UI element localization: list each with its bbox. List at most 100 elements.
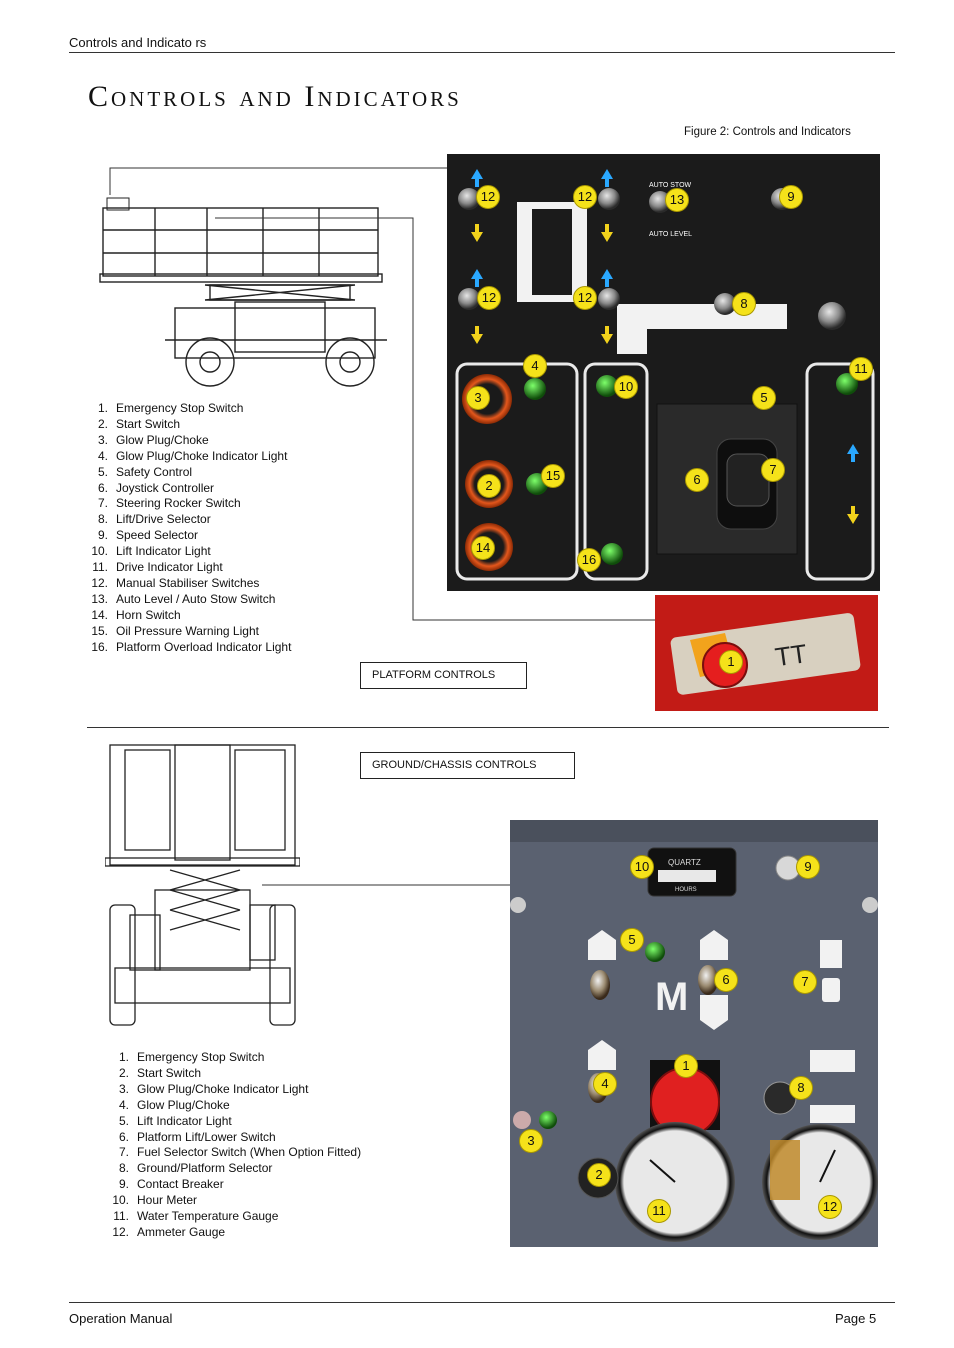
platform-item-number: 13. [91, 591, 108, 606]
platform-item-number: 7. [97, 496, 108, 511]
footer-manual-title: Operation Manual [69, 1311, 173, 1326]
ground-item-number: 10. [112, 1193, 129, 1208]
platform-item-text: Platform Overload Indicator Light [116, 639, 292, 654]
platform-callout-badge: 13 [665, 188, 689, 212]
scissor-lift-front-drawing [105, 744, 300, 1026]
platform-item-text: Auto Level / Auto Stow Switch [116, 591, 276, 606]
ground-list-item: 6.Platform Lift/Lower Switch [105, 1130, 361, 1146]
platform-callout-badge: 14 [471, 536, 495, 560]
platform-item-text: Oil Pressure Warning Light [116, 623, 259, 638]
auto-stow-text: AUTO STOW [649, 182, 692, 189]
ground-callout-badge: 1 [674, 1054, 698, 1078]
platform-item-number: 12. [91, 575, 108, 590]
platform-item-number: 2. [97, 416, 108, 431]
platform-item-text: Steering Rocker Switch [116, 496, 241, 511]
platform-item-text: Lift Indicator Light [116, 544, 211, 559]
ground-item-text: Ammeter Gauge [137, 1224, 226, 1239]
ground-callout-badge: 6 [714, 968, 738, 992]
platform-item-number: 10. [91, 544, 108, 559]
page-title: Controls and Indicators [88, 80, 462, 113]
ground-item-number: 8. [118, 1161, 129, 1176]
platform-list-item: 2. Start Switch [84, 417, 291, 433]
platform-callout-badge: 12 [477, 286, 501, 310]
ground-panel-artwork: QUARTZ HOURS M [510, 820, 878, 1242]
ground-controls-label: GROUND/CHASSIS CONTROLS [360, 752, 575, 779]
platform-item-text: Manual Stabiliser Switches [116, 575, 260, 590]
ground-callout-badge: 8 [789, 1076, 813, 1100]
ground-list-item: 5. Lift Indicator Light [105, 1114, 361, 1130]
platform-list-item: 1.Emergency Stop Switch [84, 401, 291, 417]
platform-item-number: 14. [91, 607, 108, 622]
platform-list-item: 7. Steering Rocker Switch [84, 496, 291, 512]
platform-controls-label: PLATFORM CONTROLS [360, 662, 527, 689]
platform-callout-badge: 12 [573, 185, 597, 209]
platform-item-text: Speed Selector [116, 528, 199, 543]
platform-list-item: 15. Oil Pressure Warning Light [84, 624, 291, 640]
ground-callout-badge: 11 [647, 1199, 671, 1223]
ground-item-text: Fuel Selector Switch (When Option Fitted… [137, 1145, 362, 1160]
ground-list-item: 11. Water Temperature Gauge [105, 1209, 361, 1225]
platform-item-text: Start Switch [116, 416, 181, 431]
ground-item-number: 11. [113, 1209, 129, 1224]
ground-list-item: 3.Glow Plug/Choke Indicator Light [105, 1082, 361, 1098]
platform-item-number: 6. [97, 480, 108, 495]
estop-callout-badge: 1 [719, 650, 743, 674]
platform-callout-badge: 2 [477, 474, 501, 498]
platform-item-text: Horn Switch [116, 607, 181, 622]
ground-item-number: 1. [118, 1050, 129, 1064]
platform-item-number: 8. [97, 512, 108, 527]
platform-item-number: 4. [97, 448, 108, 463]
footer-page-number: Page 5 [835, 1311, 877, 1326]
ground-item-text: Emergency Stop Switch [137, 1050, 265, 1064]
hour-meter-brand: QUARTZ [668, 858, 701, 867]
scissor-lift-side-drawing [99, 197, 387, 387]
ground-list-item: 8. Ground/Platform Selector [105, 1161, 361, 1177]
platform-callout-badge: 15 [541, 464, 565, 488]
platform-list-item: 8.Lift/Drive Selector [84, 512, 291, 528]
ground-list-item: 1. Emergency Stop Switch [105, 1050, 361, 1066]
ground-item-text: Glow Plug/Choke Indicator Light [137, 1081, 309, 1096]
platform-panel-artwork: AUTO STOW AUTO LEVEL [455, 169, 875, 581]
platform-item-number: 9. [97, 528, 108, 543]
ground-item-number: 9. [118, 1177, 129, 1192]
platform-item-number: 3. [97, 432, 108, 447]
estop-artwork: TT [670, 613, 861, 695]
platform-list-item: 6.Joystick Controller [84, 481, 291, 497]
ground-item-number: 5. [118, 1113, 129, 1128]
svg-text:TT: TT [773, 638, 809, 672]
platform-list-item: 13. Auto Level / Auto Stow Switch [84, 592, 291, 608]
platform-callout-badge: 3 [466, 386, 490, 410]
ground-item-text: Lift Indicator Light [137, 1113, 232, 1128]
ground-callout-badge: 3 [519, 1129, 543, 1153]
platform-list-item: 3.Glow Plug/Choke [84, 433, 291, 449]
platform-item-number: 5. [97, 464, 108, 479]
platform-callout-badge: 7 [761, 458, 785, 482]
ground-item-text: Start Switch [137, 1065, 202, 1080]
ground-item-text: Water Temperature Gauge [137, 1209, 279, 1224]
platform-item-number: 15. [91, 623, 108, 638]
ground-item-text: Contact Breaker [137, 1177, 224, 1192]
platform-list-item: 9. Speed Selector [84, 528, 291, 544]
ground-callout-badge: 7 [793, 970, 817, 994]
ground-item-text: Ground/Platform Selector [137, 1161, 273, 1176]
ground-list-item: 10. Hour Meter [105, 1193, 361, 1209]
ground-list-item: 4.Glow Plug/Choke [105, 1098, 361, 1114]
footer-rule [69, 1302, 895, 1303]
ground-item-number: 12. [112, 1224, 129, 1239]
platform-list-item: 11.Drive Indicator Light [84, 560, 291, 576]
auto-level-text: AUTO LEVEL [649, 231, 692, 238]
ground-control-panel-photo: QUARTZ HOURS M [510, 820, 878, 1247]
ground-item-text: Glow Plug/Choke [137, 1097, 230, 1112]
ground-callout-badge: 9 [796, 855, 820, 879]
platform-callout-badge: 8 [732, 292, 756, 316]
ground-item-text: Hour Meter [137, 1193, 198, 1208]
platform-callout-badge: 4 [523, 354, 547, 378]
platform-callout-badge: 11 [849, 357, 873, 381]
platform-callout-badge: 10 [614, 375, 638, 399]
ground-list-item: 2.Start Switch [105, 1066, 361, 1082]
platform-list-item: 10. Lift Indicator Light [84, 544, 291, 560]
ground-list-item: 7.Fuel Selector Switch (When Option Fitt… [105, 1145, 361, 1161]
